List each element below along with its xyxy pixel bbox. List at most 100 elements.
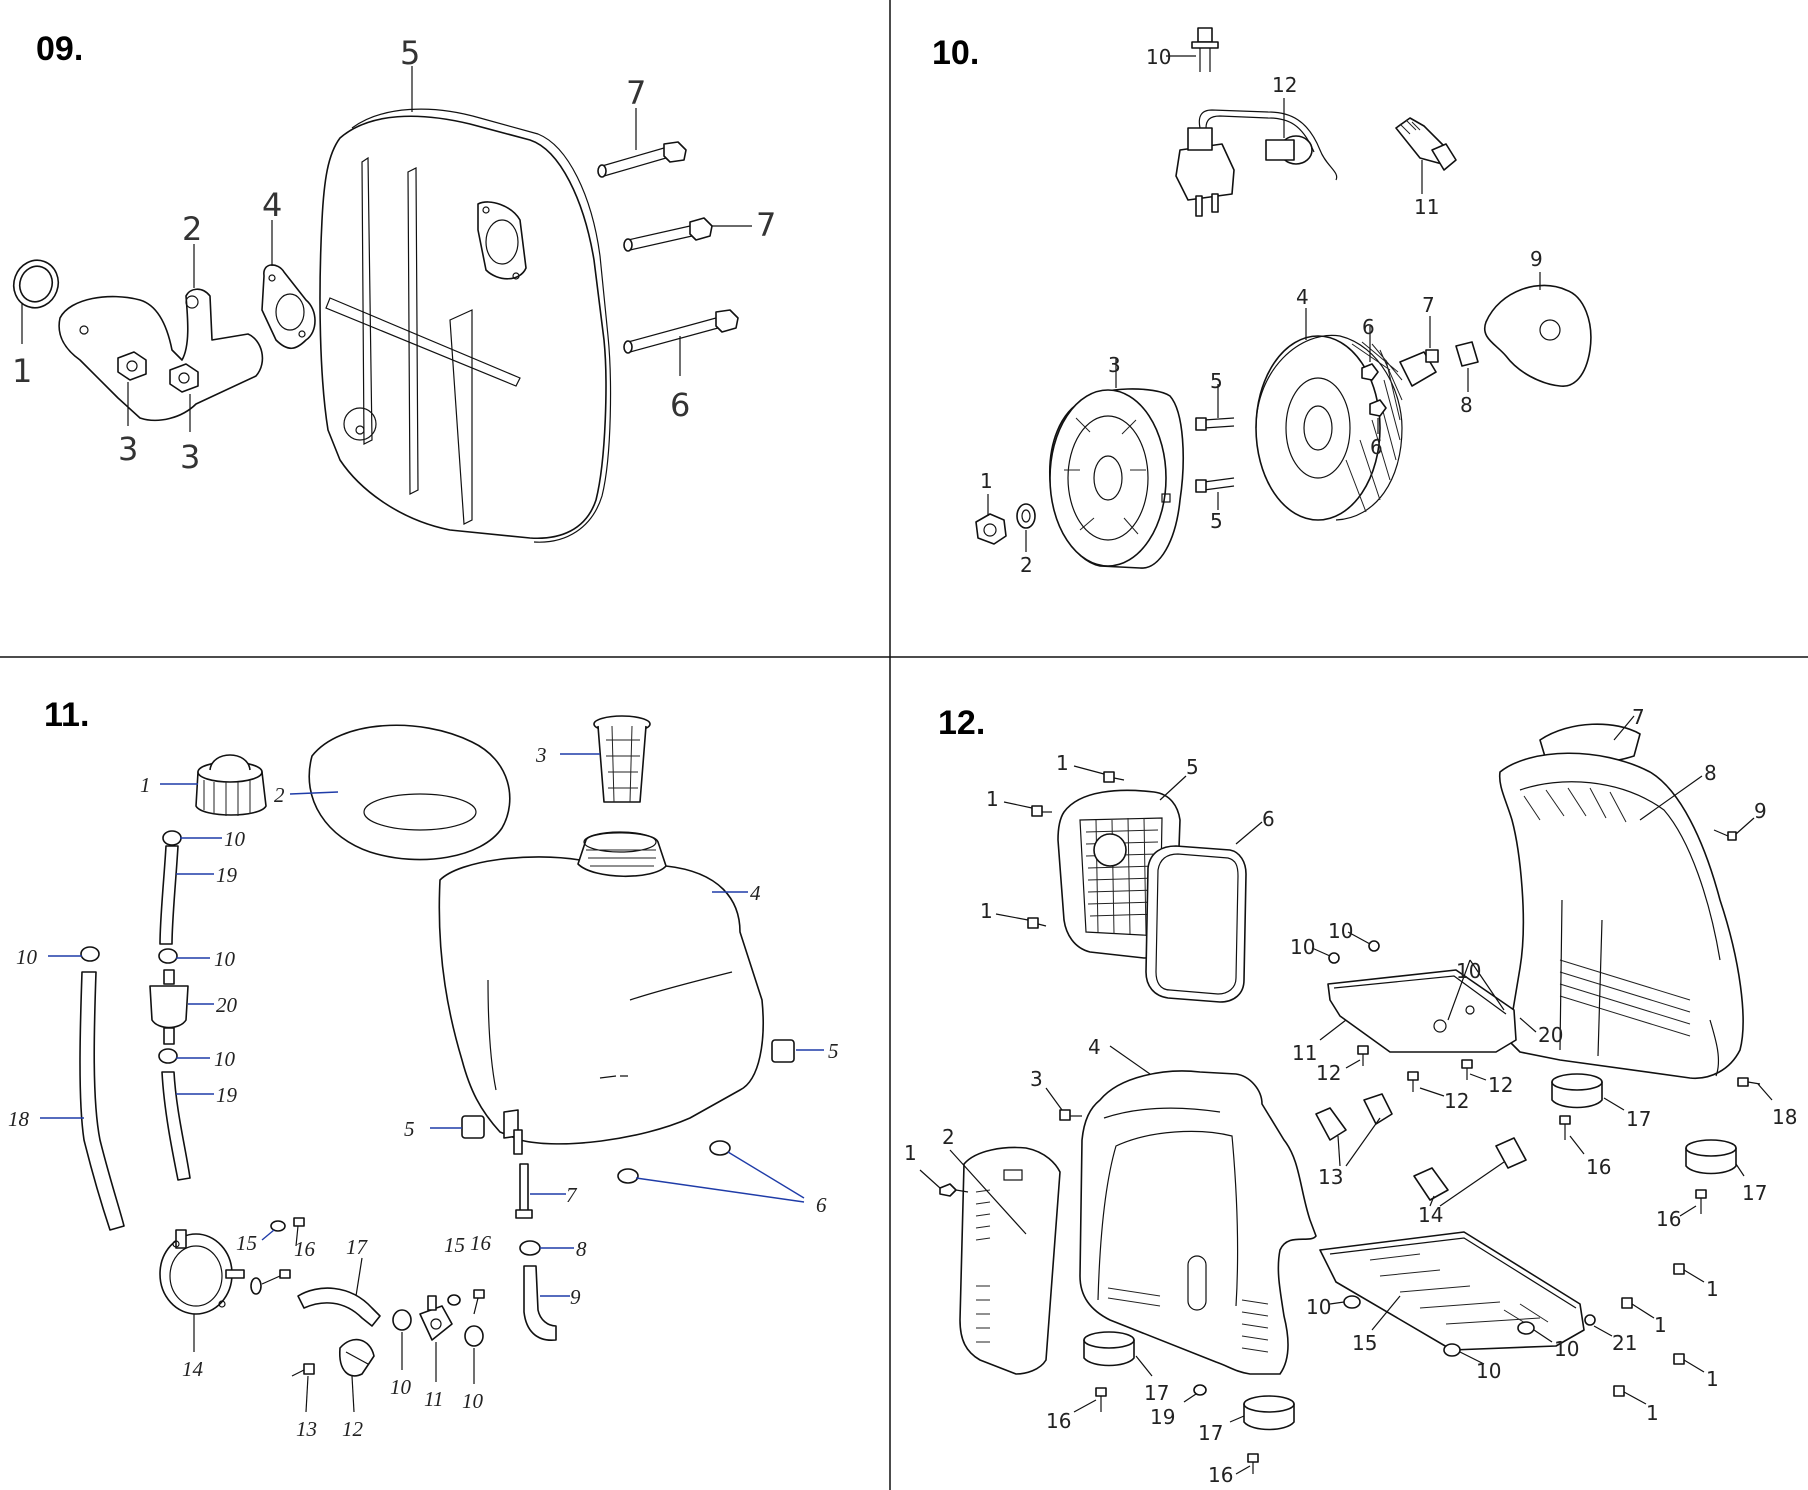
- part-muffler: [319, 66, 612, 543]
- callout: 7: [756, 206, 776, 244]
- part-fuel-hose-short: [523, 1265, 570, 1341]
- callout: 11: [424, 1387, 443, 1411]
- callout: 8: [1704, 761, 1717, 785]
- callout: 10: [1146, 45, 1171, 69]
- callout: 10: [16, 945, 38, 969]
- callout: 9: [1754, 799, 1767, 823]
- part-bracket-bolts: [1345, 1045, 1487, 1097]
- callout: 15: [444, 1233, 465, 1257]
- callout: 14: [1418, 1203, 1443, 1227]
- callout: 6: [1362, 315, 1375, 339]
- callout: 16: [1046, 1409, 1071, 1433]
- callout: 4: [1296, 285, 1309, 309]
- part-ignition-bolt: [1166, 27, 1219, 72]
- callout: 3: [1030, 1067, 1043, 1091]
- panel-title: 11.: [44, 696, 89, 734]
- part-mount-brackets: [1315, 1093, 1527, 1207]
- part-bracket-plate: [1319, 959, 1537, 1053]
- callout: 10: [390, 1375, 412, 1399]
- callout: 5: [1210, 509, 1223, 533]
- callout: 13: [296, 1417, 317, 1441]
- part-cover-screws: [995, 765, 1125, 929]
- callout: 4: [1088, 1035, 1101, 1059]
- callout: 3: [535, 743, 547, 767]
- callout: 1: [1646, 1401, 1659, 1425]
- part-side-screw: [1045, 1087, 1082, 1121]
- callout: 7: [1632, 705, 1645, 729]
- callout: 17: [346, 1235, 369, 1259]
- part-fuel-hoses: [159, 845, 214, 1181]
- callout: 4: [262, 186, 282, 224]
- callout: 1: [980, 899, 993, 923]
- callout: 3: [118, 430, 138, 468]
- part-pump-hose: [297, 1257, 381, 1327]
- callout: 1: [140, 773, 151, 797]
- part-hose-clamps: [48, 830, 484, 1384]
- callout: 6: [670, 386, 690, 424]
- part-ignition-coil: [1175, 98, 1338, 217]
- callout: 1: [12, 352, 32, 390]
- part-tank-bolt: [515, 1163, 566, 1219]
- panel-11: 11.: [8, 696, 839, 1441]
- part-fuel-cap: [160, 754, 267, 816]
- part-flywheel: [1049, 358, 1184, 569]
- callout: 10: [1306, 1295, 1331, 1319]
- part-muffler-gasket: [261, 220, 316, 350]
- callout: 3: [180, 438, 200, 476]
- part-fuel-pump: [159, 1229, 245, 1352]
- callout: 10: [1328, 919, 1353, 943]
- callout: 5: [1186, 755, 1199, 779]
- part-tank-pad: [289, 724, 511, 861]
- callout: 12: [1316, 1061, 1341, 1085]
- panel-10: 10.: [932, 27, 1592, 577]
- part-valve-knob: [339, 1338, 375, 1413]
- callout: 8: [576, 1237, 587, 1261]
- callout: 15: [236, 1231, 257, 1255]
- callout: 17: [1144, 1381, 1169, 1405]
- callout: 1: [1056, 751, 1069, 775]
- callout: 1: [904, 1141, 917, 1165]
- callout: 20: [216, 993, 238, 1017]
- callout: 17: [1626, 1107, 1651, 1131]
- part-flange-nuts: [117, 351, 199, 432]
- part-muffler-bolts: [597, 108, 752, 376]
- callout: 10: [224, 827, 246, 851]
- callout: 10: [214, 1047, 236, 1071]
- callout: 19: [216, 863, 238, 887]
- part-front-panel-screw: [919, 1169, 969, 1197]
- part-fuel-hose-long: [40, 971, 125, 1231]
- part-grommets: [617, 1140, 805, 1203]
- part-pulser-bracket: [1399, 316, 1439, 387]
- callout: 10: [1456, 959, 1481, 983]
- callout: 1: [1654, 1313, 1667, 1337]
- callout: 5: [404, 1117, 415, 1141]
- callout: 17: [1742, 1181, 1767, 1205]
- part-front-panel: [949, 1146, 1061, 1375]
- part-plate-nuts: [1311, 931, 1380, 964]
- panel-title: 09.: [36, 30, 83, 68]
- callout: 13: [1318, 1165, 1343, 1189]
- callout: 6: [1370, 435, 1383, 459]
- callout: 7: [626, 74, 646, 112]
- part-rubber-feet: [1083, 1073, 1745, 1431]
- callout: 5: [1210, 369, 1223, 393]
- callout: 1: [980, 469, 993, 493]
- panel-09: 09.: [12, 30, 776, 543]
- callout: 10: [462, 1389, 484, 1413]
- part-stator-cover: [1483, 272, 1592, 387]
- callout: 16: [294, 1237, 316, 1261]
- part-right-screws: [1584, 1263, 1705, 1405]
- callout: 15: [1352, 1331, 1377, 1355]
- callout: 12: [1488, 1073, 1513, 1097]
- callout: 1: [1706, 1277, 1719, 1301]
- callout: 11: [1292, 1041, 1317, 1065]
- part-air-box-gasket: [1145, 821, 1263, 1003]
- callout: 2: [1020, 553, 1033, 577]
- callout: 1: [1706, 1367, 1719, 1391]
- part-stator: [1255, 308, 1403, 521]
- callout: 16: [1208, 1463, 1233, 1487]
- callout: 16: [470, 1231, 492, 1255]
- callout: 10: [1476, 1359, 1501, 1383]
- callout: 21: [1612, 1331, 1637, 1355]
- callout: 20: [1538, 1023, 1563, 1047]
